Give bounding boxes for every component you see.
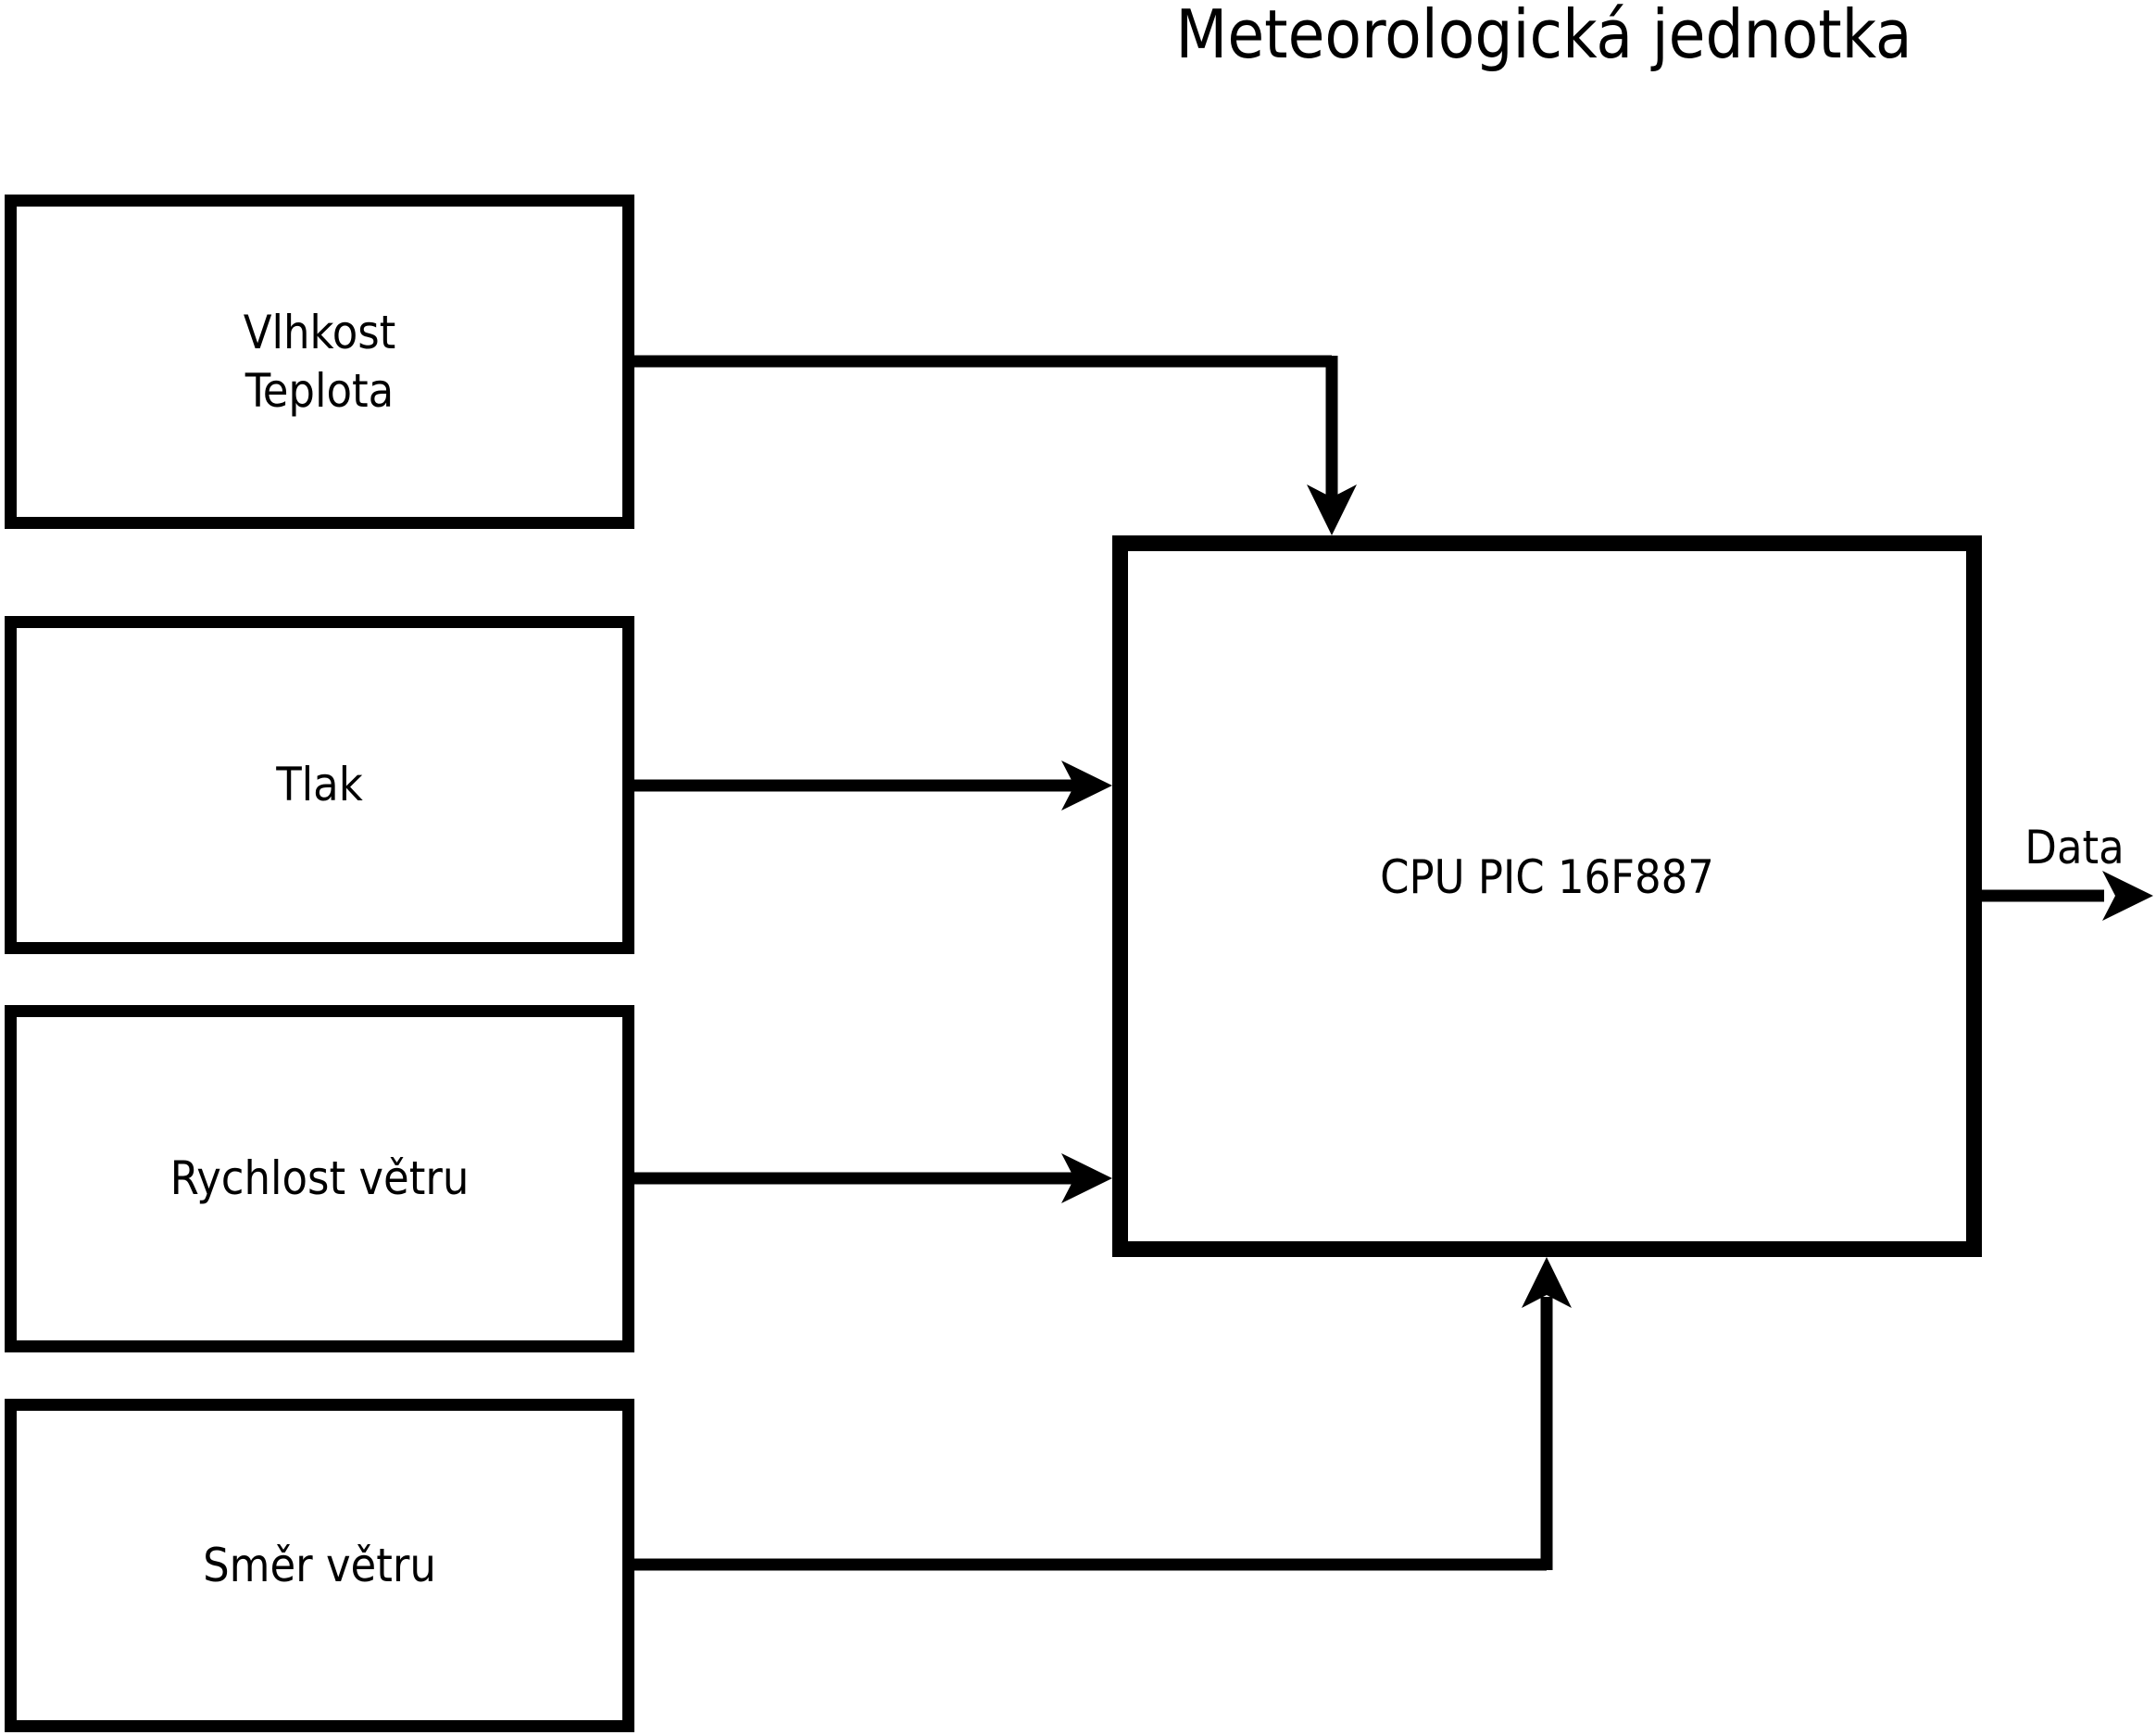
arrow-wind-direction-to-cpu (634, 1257, 1572, 1571)
node-wind-direction-label: Směr větru (203, 1538, 436, 1592)
diagram-title: Meteorologická jednotka (1175, 0, 1912, 73)
node-label-line-1: Vlhkost (243, 306, 396, 359)
node-pressure: Tlak (5, 616, 634, 954)
node-wind-speed-label: Rychlost větru (169, 1151, 470, 1206)
node-cpu-label: CPU PIC 16F887 (1380, 850, 1714, 905)
node-humidity-temperature: Vlhkost Teplota (5, 195, 634, 529)
node-pressure-label: Tlak (276, 758, 363, 812)
data-output-label: Data (2024, 821, 2125, 874)
arrowhead-right-icon (2102, 871, 2153, 921)
node-cpu: CPU PIC 16F887 (1112, 535, 1982, 1257)
node-wind-speed: Rychlost větru (5, 1005, 634, 1352)
node-humidity-temperature-label: Vlhkost Teplota (244, 304, 396, 420)
arrowhead-down-icon (1307, 484, 1357, 535)
arrow-wind-speed-to-cpu (634, 1153, 1112, 1203)
node-wind-direction: Směr větru (5, 1399, 634, 1732)
arrow-humidity-temperature-to-cpu (634, 355, 1357, 535)
arrow-pressure-to-cpu (634, 761, 1112, 811)
node-label-line-2: Teplota (244, 363, 395, 418)
arrowhead-up-icon (1522, 1257, 1572, 1308)
arrowhead-right-icon (1061, 761, 1112, 811)
arrowhead-right-icon (1061, 1153, 1112, 1203)
arrow-cpu-to-data-output (1982, 871, 2153, 921)
